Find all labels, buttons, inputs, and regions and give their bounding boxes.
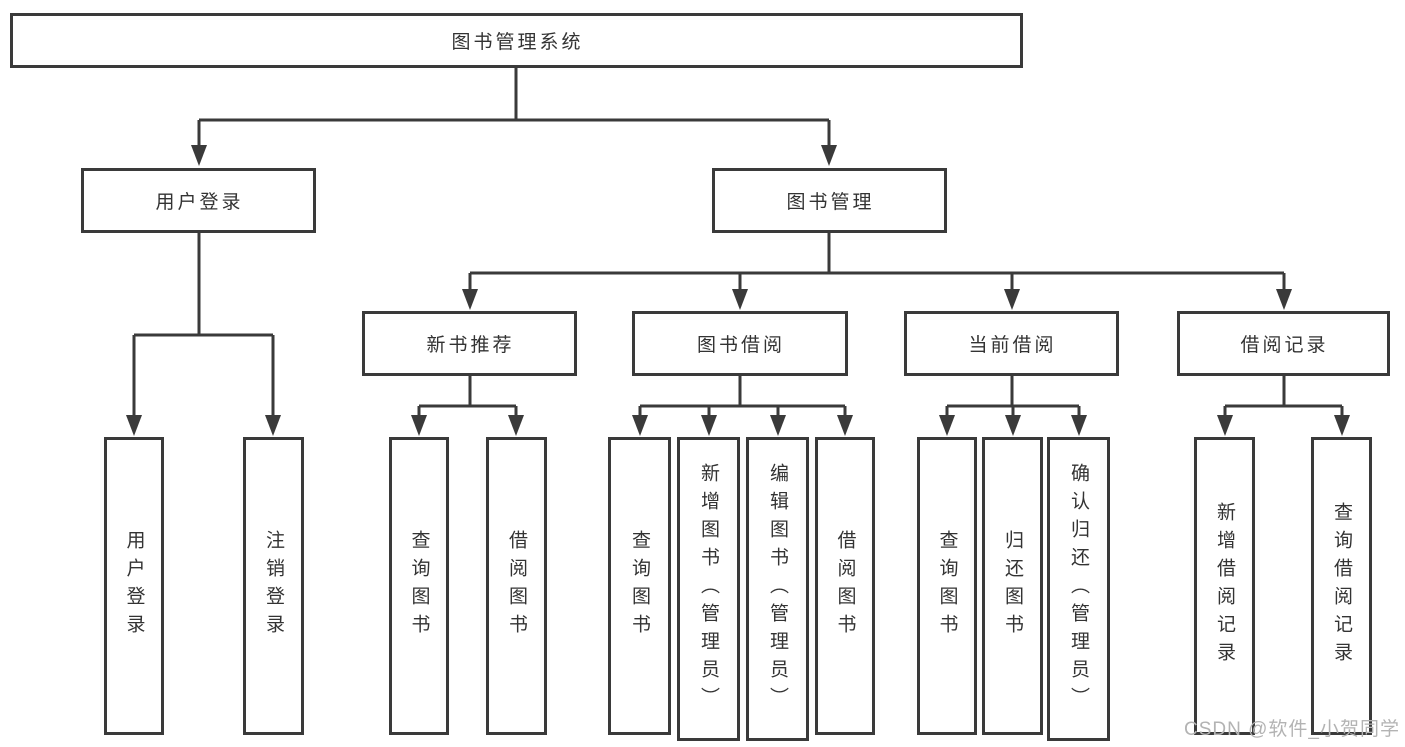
leaf-add-borrow-record: 新增借阅记录 <box>1194 437 1255 735</box>
node-label: 查询图书 <box>629 530 650 642</box>
node-borrow-records: 借阅记录 <box>1177 311 1390 376</box>
node-library-management-system: 图书管理系统 <box>10 13 1023 68</box>
leaf-add-book-admin: 新增图书（管理员） <box>677 437 740 741</box>
node-user-login: 用户登录 <box>81 168 316 233</box>
node-label: 查询借阅记录 <box>1331 502 1352 670</box>
node-label: 用户登录 <box>155 192 244 213</box>
node-label: 借阅图书 <box>834 530 856 642</box>
node-label: 新增图书（管理员） <box>698 463 719 715</box>
leaf-return-books: 归还图书 <box>982 437 1043 735</box>
node-label: 用户登录 <box>123 530 145 642</box>
node-label: 图书管理系统 <box>451 32 584 53</box>
node-label: 确认归还（管理员） <box>1068 463 1089 715</box>
node-label: 编辑图书（管理员） <box>767 463 788 715</box>
node-book-management: 图书管理 <box>712 168 947 233</box>
node-label: 当前借阅 <box>968 335 1057 356</box>
node-label: 借阅记录 <box>1240 335 1329 356</box>
leaf-query-books-current: 查询图书 <box>917 437 977 735</box>
node-label: 新书推荐 <box>426 335 515 356</box>
node-label: 借阅图书 <box>506 530 527 642</box>
leaf-user-login: 用户登录 <box>104 437 164 735</box>
leaf-query-borrow-record: 查询借阅记录 <box>1311 437 1372 735</box>
leaf-query-books-borrow: 查询图书 <box>608 437 671 735</box>
node-label: 图书借阅 <box>696 335 785 356</box>
node-label: 图书管理 <box>786 192 875 213</box>
leaf-confirm-return-admin: 确认归还（管理员） <box>1047 437 1110 741</box>
arrowheads <box>126 145 1350 436</box>
watermark: CSDN @软件_小贺同学 <box>1184 719 1400 740</box>
node-label: 新增借阅记录 <box>1214 502 1235 670</box>
leaf-borrow-books: 借阅图书 <box>815 437 875 735</box>
node-label: 查询图书 <box>936 530 958 642</box>
leaf-logout: 注销登录 <box>243 437 304 735</box>
leaf-borrow-books-recommend: 借阅图书 <box>486 437 547 735</box>
node-label: 注销登录 <box>263 530 284 642</box>
node-current-borrow: 当前借阅 <box>904 311 1119 376</box>
node-new-book-recommend: 新书推荐 <box>362 311 577 376</box>
leaf-edit-book-admin: 编辑图书（管理员） <box>746 437 809 741</box>
leaf-query-books-recommend: 查询图书 <box>389 437 449 735</box>
node-book-borrow: 图书借阅 <box>632 311 848 376</box>
node-label: 归还图书 <box>1002 530 1023 642</box>
node-label: 查询图书 <box>408 530 430 642</box>
